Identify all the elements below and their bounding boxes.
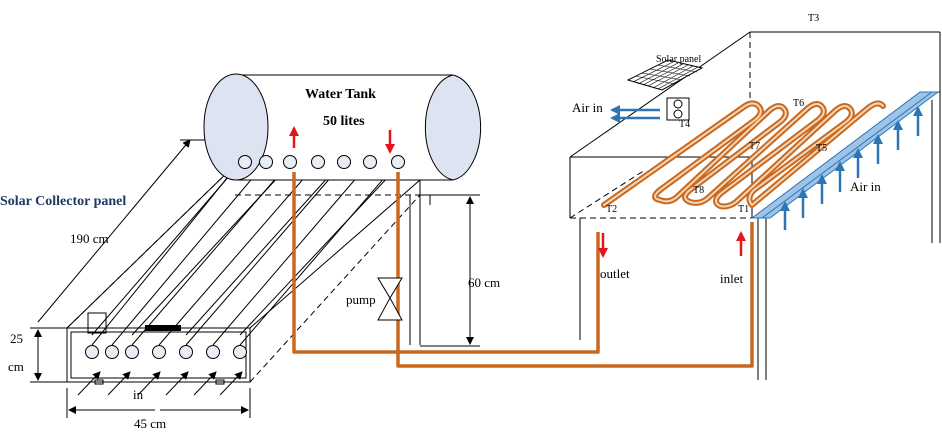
collector-width-label: 45 cm — [134, 416, 166, 431]
pipe-inlet — [396, 172, 754, 368]
air-in-side-label: Air in — [850, 179, 881, 194]
air-in-top-label: Air in — [572, 100, 603, 115]
pipe-outlet — [292, 172, 600, 354]
sensor-t2-label: T2 — [606, 204, 617, 215]
collector-dimensions — [30, 139, 251, 418]
sensor-t6-label: T6 — [793, 98, 804, 109]
heating-coil — [601, 100, 886, 210]
pump-label: pump — [346, 292, 376, 307]
collector-height-value: 25 — [10, 331, 23, 346]
tank-capacity-label: 50 lites — [323, 114, 365, 129]
collector-tube-ends — [85, 345, 247, 359]
sensor-t5-label: T5 — [816, 143, 827, 154]
solar-collector — [66, 161, 421, 396]
sensor-t1-label: T1 — [738, 204, 749, 215]
inlet-label: inlet — [720, 271, 743, 286]
collector-manifold-bar — [145, 325, 181, 331]
collector-tubes — [91, 161, 399, 346]
tank-stand — [235, 180, 440, 345]
collector-inlet-label: in — [133, 387, 144, 402]
collector-inlet-arrows — [77, 371, 243, 396]
sensor-t8-label: T8 — [693, 185, 704, 196]
water-tank-label: Water Tank — [305, 87, 376, 102]
pump — [377, 277, 403, 321]
solar-panel — [626, 59, 704, 91]
air-inlet-channel — [750, 91, 940, 219]
solar-panel-label: Solar panel — [656, 54, 701, 65]
sensor-t4-label: T4 — [679, 119, 690, 130]
stand-height-label: 60 cm — [468, 275, 500, 290]
air-in-arrows-top — [610, 105, 660, 123]
sensor-t7-label: T7 — [749, 141, 760, 152]
stand-height-dimension — [420, 194, 480, 347]
outlet-label: outlet — [600, 266, 630, 281]
tank-tube-sockets — [238, 155, 405, 169]
circulation-pipes — [292, 172, 754, 368]
air-in-arrows-side — [780, 106, 923, 230]
temperature-sensor-labels: T1 T2 T3 T4 T5 T6 T7 T8 — [606, 13, 827, 215]
collector-title: Solar Collector panel — [0, 194, 126, 209]
collector-height-unit: cm — [8, 359, 24, 374]
collector-length-label: 190 cm — [70, 231, 109, 246]
sensor-t3-label: T3 — [808, 13, 819, 24]
fan-unit — [666, 97, 690, 121]
water-tank — [203, 73, 482, 181]
tank-left-cap — [203, 73, 269, 181]
